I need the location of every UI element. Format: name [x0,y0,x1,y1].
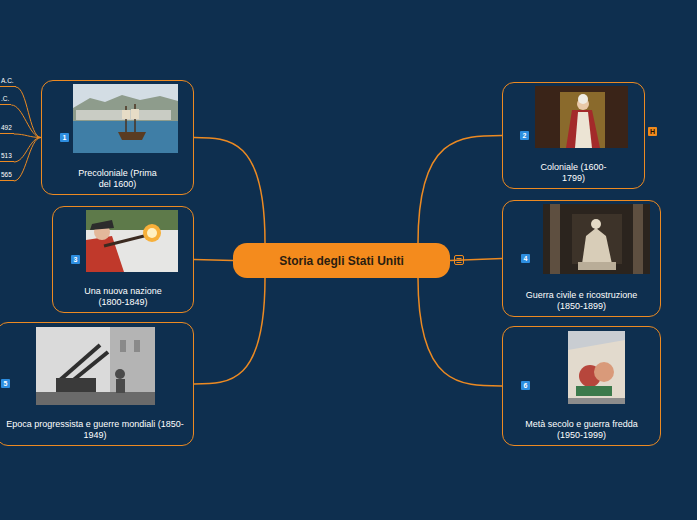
era-box: Epoca progressista e guerre mondiali (18… [0,322,194,446]
link-icon: H [648,127,657,136]
topic-text: Epoca progressista e guerre mondiali (18… [5,419,185,441]
text-area: Epoca progressista e guerre mondiali (18… [0,419,193,441]
topic-text: Una nuova nazione (1800-1849) [76,286,171,308]
subtopic: A.C. [0,77,16,87]
portrait-picture [535,86,628,148]
branch-line [418,278,502,386]
central-topic: Storia degli Stati Uniti [233,243,450,278]
harbour-picture [73,84,178,153]
topic-text: 492 [1,124,12,132]
branch-line [14,138,41,182]
topic-title: Storia degli Stati Uniti [279,254,404,268]
branch-line [11,105,41,138]
text-area: Guerra civile e ricostruzione (1850-1899… [503,290,660,312]
branch-line [450,259,502,261]
subtopic: 565 [0,171,14,181]
topic-text: 513 [1,152,12,160]
text-area: Una nuova nazione (1800-1849) [53,286,193,308]
text-area: Metà secolo e guerra fredda (1950-1999) [503,419,660,441]
topic-text: Metà secolo e guerra fredda (1950-1999) [517,419,647,441]
topic-text: Guerra civile e ricostruzione (1850-1899… [512,290,652,312]
musket-picture [86,210,178,272]
text-area: Precoloniale (Prima del 1600) [42,168,193,190]
branch-line [14,134,41,138]
branch-line [16,87,41,138]
wall-picture [568,331,625,404]
topic-text: 565 [1,171,12,179]
topic-text: A.C. [1,77,14,85]
callout-number: 4 [521,254,530,263]
subtopic: 513 [0,152,14,162]
subtopic: .C. [0,95,11,105]
callout-number: 1 [60,133,69,142]
branch-line [418,136,502,244]
gun-picture [36,327,155,405]
branch-line [194,278,265,384]
branch-line [194,260,233,261]
topic-text: .C. [1,95,9,103]
branch-line [194,138,265,244]
topic-text: Precoloniale (Prima del 1600) [78,168,158,190]
memorial-picture [543,204,650,274]
callout-number: 6 [521,381,530,390]
topic-text: Coloniale (1600-1799) [539,162,609,184]
callout-number: 3 [71,255,80,264]
text-area: Coloniale (1600-1799) [503,162,644,184]
callout-number: 5 [1,379,10,388]
callout-number: 2 [520,131,529,140]
subtopic: 492 [0,124,14,134]
